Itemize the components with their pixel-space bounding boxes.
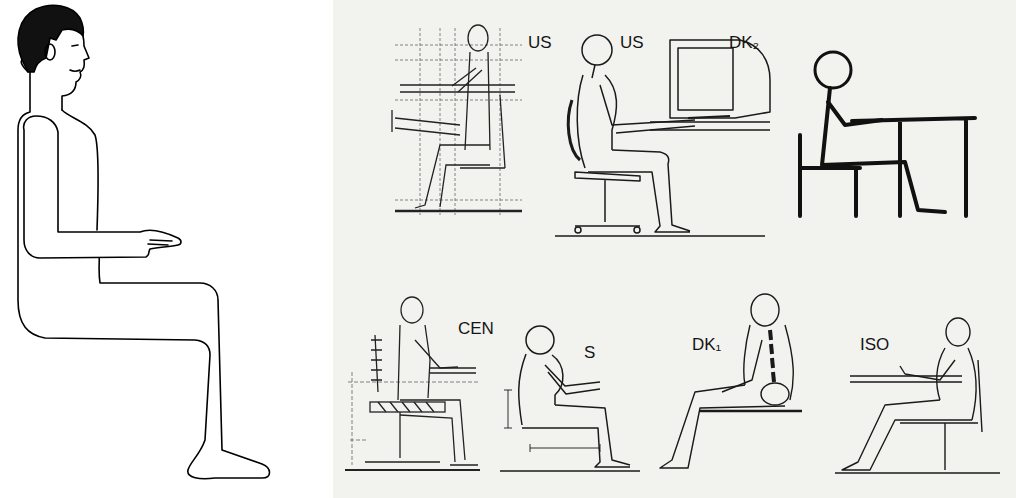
eye (72, 45, 78, 46)
standard-label: DK₂ (729, 34, 759, 51)
legs (842, 400, 972, 470)
fingers (148, 240, 172, 245)
desk (650, 122, 770, 130)
standard-label: US (620, 34, 644, 51)
leg (415, 145, 490, 208)
torso (577, 65, 616, 168)
arm (900, 360, 955, 380)
head (946, 318, 970, 346)
body-outline (18, 72, 270, 479)
head (468, 25, 488, 51)
dimension-lines (504, 390, 600, 452)
desk (850, 376, 962, 382)
standard-label: US (528, 34, 552, 51)
torso (519, 354, 563, 425)
standard-label: DK₁ (692, 336, 721, 353)
chair-back (371, 335, 382, 392)
chair (800, 135, 860, 216)
arm (722, 340, 762, 392)
monitor (670, 40, 770, 118)
floor (835, 472, 1000, 473)
head (582, 35, 612, 65)
chair (575, 172, 640, 226)
torso (465, 52, 490, 150)
chair (460, 95, 505, 168)
table (430, 368, 476, 373)
chest (62, 110, 98, 230)
keyboard (688, 116, 730, 118)
standard-label: S (584, 344, 595, 361)
chair (900, 360, 982, 470)
wheel (634, 227, 640, 233)
arms (545, 365, 600, 394)
legs (400, 400, 478, 465)
chair-back (568, 100, 580, 160)
raised-leg (392, 110, 460, 135)
hair (18, 5, 83, 72)
body (822, 88, 945, 212)
ear (45, 44, 55, 60)
standard-label: CEN (458, 320, 494, 337)
scan-background (333, 0, 1016, 498)
floor (345, 469, 480, 471)
arms (600, 85, 695, 133)
head (815, 52, 851, 88)
us-grid-figure (392, 25, 522, 215)
arm (452, 68, 482, 92)
table (852, 118, 975, 216)
mouth (70, 70, 80, 71)
standard-label: ISO (860, 336, 889, 353)
head (751, 294, 779, 326)
dk1-figure (660, 294, 802, 468)
floor (555, 235, 765, 237)
s-figure (500, 326, 640, 471)
seated-man (18, 5, 270, 478)
floor (395, 210, 522, 213)
floor (500, 470, 640, 472)
arm (24, 116, 181, 258)
arm (415, 340, 458, 368)
seat (700, 410, 802, 413)
head (401, 297, 423, 323)
legs (588, 150, 690, 232)
torso (398, 325, 430, 400)
dk2-stick-figure (800, 52, 975, 216)
torso (744, 325, 793, 400)
iso-figure (835, 318, 1000, 473)
wheel (575, 227, 581, 233)
legs (522, 405, 630, 467)
dimension-lines (348, 372, 480, 465)
pelvis (761, 383, 789, 405)
us-computer-figure (555, 35, 770, 236)
head (526, 326, 554, 354)
dimension-grid (395, 28, 522, 215)
face-profile (21, 36, 89, 110)
spine (770, 330, 774, 382)
legs (660, 385, 785, 468)
desk (400, 85, 515, 92)
torso (937, 348, 976, 420)
chair (365, 402, 440, 462)
